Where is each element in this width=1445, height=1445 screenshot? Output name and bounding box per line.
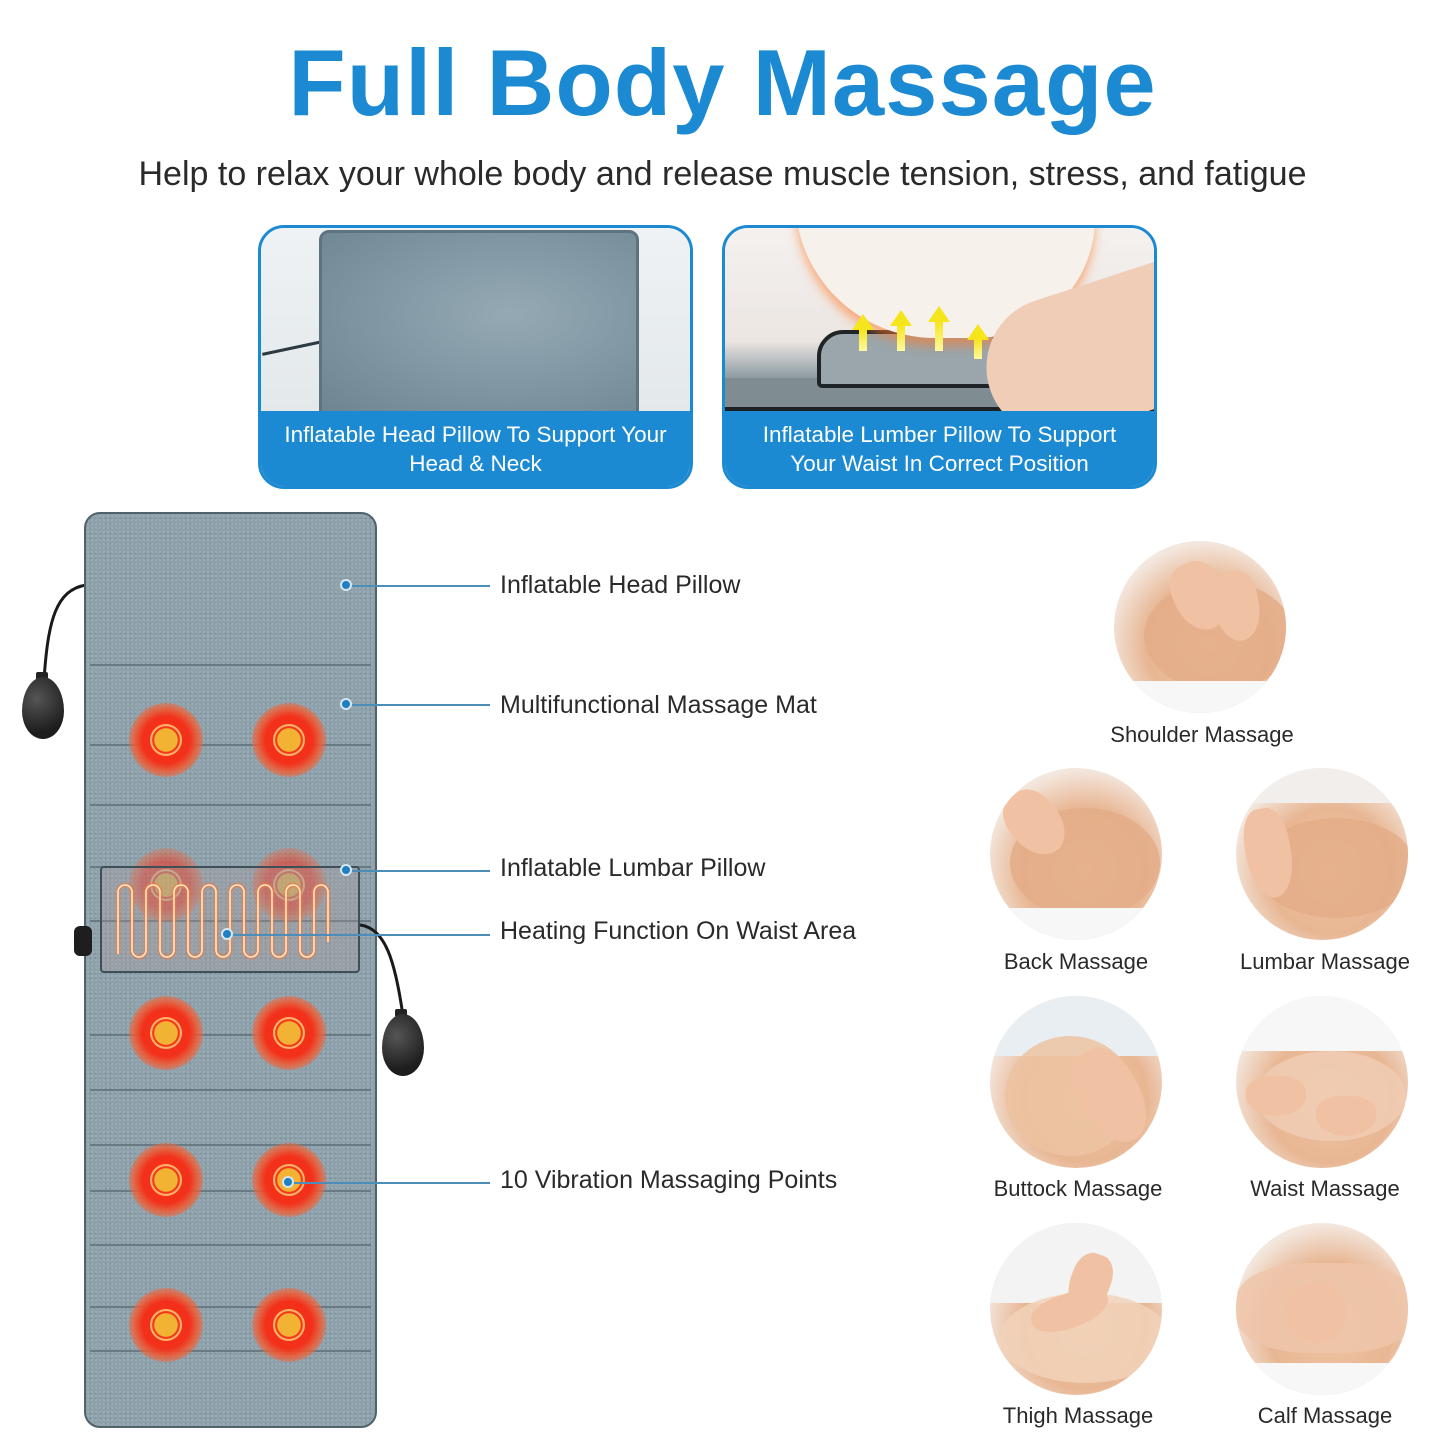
massage-label: Thigh Massage: [1002, 1403, 1154, 1428]
lumbar-pillow-caption: Inflatable Lumber Pillow To Support Your…: [725, 411, 1154, 486]
arrow-stem: [974, 339, 982, 359]
arrow-stem: [859, 329, 867, 351]
leader-line: [352, 704, 490, 706]
shoulder-massage-photo: [1114, 541, 1286, 713]
air-pump-bulb-icon: [382, 1014, 424, 1076]
lumbar-massage-photo: [1236, 768, 1408, 940]
caption-line: Your Waist In Correct Position: [790, 450, 1089, 476]
vibration-node-icon: [252, 703, 326, 777]
pump-valve: [36, 672, 48, 680]
thigh-massage-photo: [990, 1223, 1162, 1395]
leader-line: [233, 934, 490, 936]
arrow-stem: [935, 321, 943, 351]
callout-massage-mat: Multifunctional Massage Mat: [500, 691, 817, 719]
arrow-up-icon: [852, 314, 874, 330]
page-subtitle: Help to relax your whole body and releas…: [138, 155, 1307, 193]
arrow-up-icon: [967, 324, 989, 340]
massage-label: Lumbar Massage: [1240, 949, 1410, 974]
heating-coil-icon: [115, 882, 331, 960]
page-title: Full Body Massage: [288, 30, 1157, 135]
waist-massage-photo: [1236, 996, 1408, 1168]
head-pillow-card: Inflatable Head Pillow To Support Your H…: [258, 225, 693, 489]
back-massage-photo: [990, 768, 1162, 940]
massage-label: Calf Massage: [1257, 1403, 1393, 1428]
lumbar-pillow-card: Inflatable Lumber Pillow To Support Your…: [722, 225, 1157, 489]
callout-dot: [340, 579, 352, 591]
caption-line: Head & Neck: [409, 450, 542, 476]
vibration-node-icon: [252, 996, 326, 1070]
callout-dot: [340, 698, 352, 710]
vibration-node-icon: [129, 996, 203, 1070]
vibration-node-icon: [129, 1143, 203, 1217]
callout-lumbar-pillow: Inflatable Lumbar Pillow: [500, 854, 766, 882]
leader-line: [352, 870, 490, 872]
vibration-node-icon: [129, 848, 203, 922]
caption-line: Inflatable Lumber Pillow To Support: [762, 421, 1117, 447]
callout-dot: [282, 1176, 294, 1188]
lumbar-pillow-photo: [725, 228, 1154, 416]
massage-label: Shoulder Massage: [1110, 722, 1294, 747]
callout-head-pillow: Inflatable Head Pillow: [500, 571, 741, 599]
massage-label: Waist Massage: [1250, 1176, 1400, 1201]
callout-dot: [340, 864, 352, 876]
controller-connector: [74, 926, 92, 956]
air-pump-bulb-icon: [22, 677, 64, 739]
vibration-node-icon: [252, 1288, 326, 1362]
vibration-node-icon: [129, 1288, 203, 1362]
pump-valve: [395, 1009, 407, 1017]
arrow-up-icon: [890, 310, 912, 326]
leader-line: [352, 585, 490, 587]
hose-left: [42, 583, 87, 680]
massage-label: Buttock Massage: [993, 1176, 1163, 1201]
arrow-up-icon: [928, 306, 950, 322]
arrow-stem: [897, 325, 905, 351]
callout-dot: [221, 928, 233, 940]
buttock-massage-photo: [990, 996, 1162, 1168]
vibration-node-icon: [129, 703, 203, 777]
callout-vibration-points: 10 Vibration Massaging Points: [500, 1166, 838, 1194]
massage-mat: [84, 512, 377, 1428]
head-pillow-photo: [261, 228, 690, 416]
head-pillow-caption: Inflatable Head Pillow To Support Your H…: [261, 411, 690, 486]
massage-label: Back Massage: [1003, 949, 1149, 974]
calf-massage-photo: [1236, 1223, 1408, 1395]
head-pillow-image: [319, 230, 639, 416]
caption-line: Inflatable Head Pillow To Support Your: [284, 421, 667, 447]
hose-right: [359, 923, 405, 1017]
callout-heating: Heating Function On Waist Area: [500, 917, 857, 945]
leader-line: [294, 1182, 490, 1184]
